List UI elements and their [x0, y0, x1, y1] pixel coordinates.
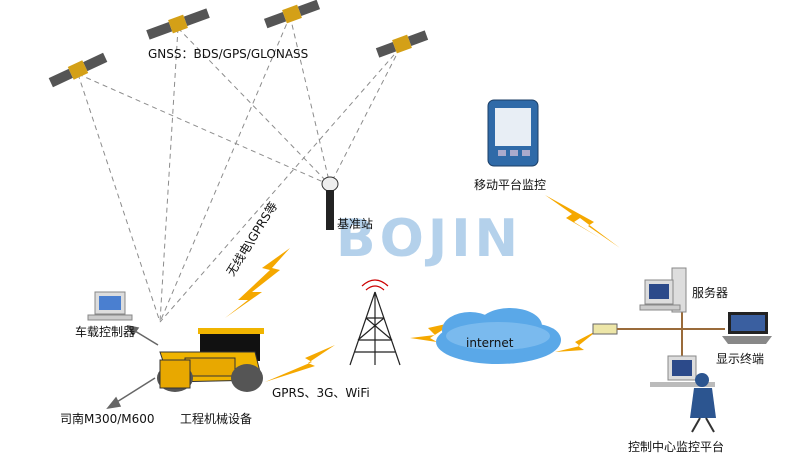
- control-center-label: 控制中心监控平台: [628, 440, 725, 454]
- mobile-monitor-label: 移动平台监控: [474, 178, 547, 192]
- base-station-icon: [321, 176, 339, 230]
- pda-icon: [487, 99, 539, 167]
- gprs-label: GPRS、3G、WiFi: [272, 386, 370, 400]
- internet-label: internet: [466, 336, 514, 350]
- vehicle-controller-icon: [87, 291, 133, 321]
- gnss-label: GNSS：BDS/GPS/GLONASS: [148, 47, 309, 61]
- server-label: 服务器: [692, 286, 729, 300]
- operator-workstation-icon: [650, 355, 716, 433]
- satellite-icon: [146, 8, 210, 40]
- satellite-links: [77, 15, 401, 323]
- network-lines: [592, 308, 725, 360]
- satellite-icon: [375, 30, 429, 58]
- roller-arrows: [106, 324, 159, 410]
- internet-cloud: [436, 308, 561, 364]
- road-roller-icon: [157, 328, 264, 392]
- laptop-icon: [722, 312, 772, 344]
- satellite-icon: [48, 52, 108, 88]
- base-station-label: 基准站: [337, 217, 374, 231]
- satellite-icon: [263, 0, 321, 29]
- server-icon: [639, 267, 687, 313]
- sinan-label: 司南M300/M600: [60, 412, 155, 426]
- cell-tower-icon: [349, 279, 401, 366]
- machinery-label: 工程机械设备: [180, 412, 253, 426]
- vehicle-controller-label: 车载控制器: [75, 325, 136, 339]
- display-terminal-label: 显示终端: [716, 352, 765, 366]
- bojin-watermark: BOJIN: [336, 209, 523, 269]
